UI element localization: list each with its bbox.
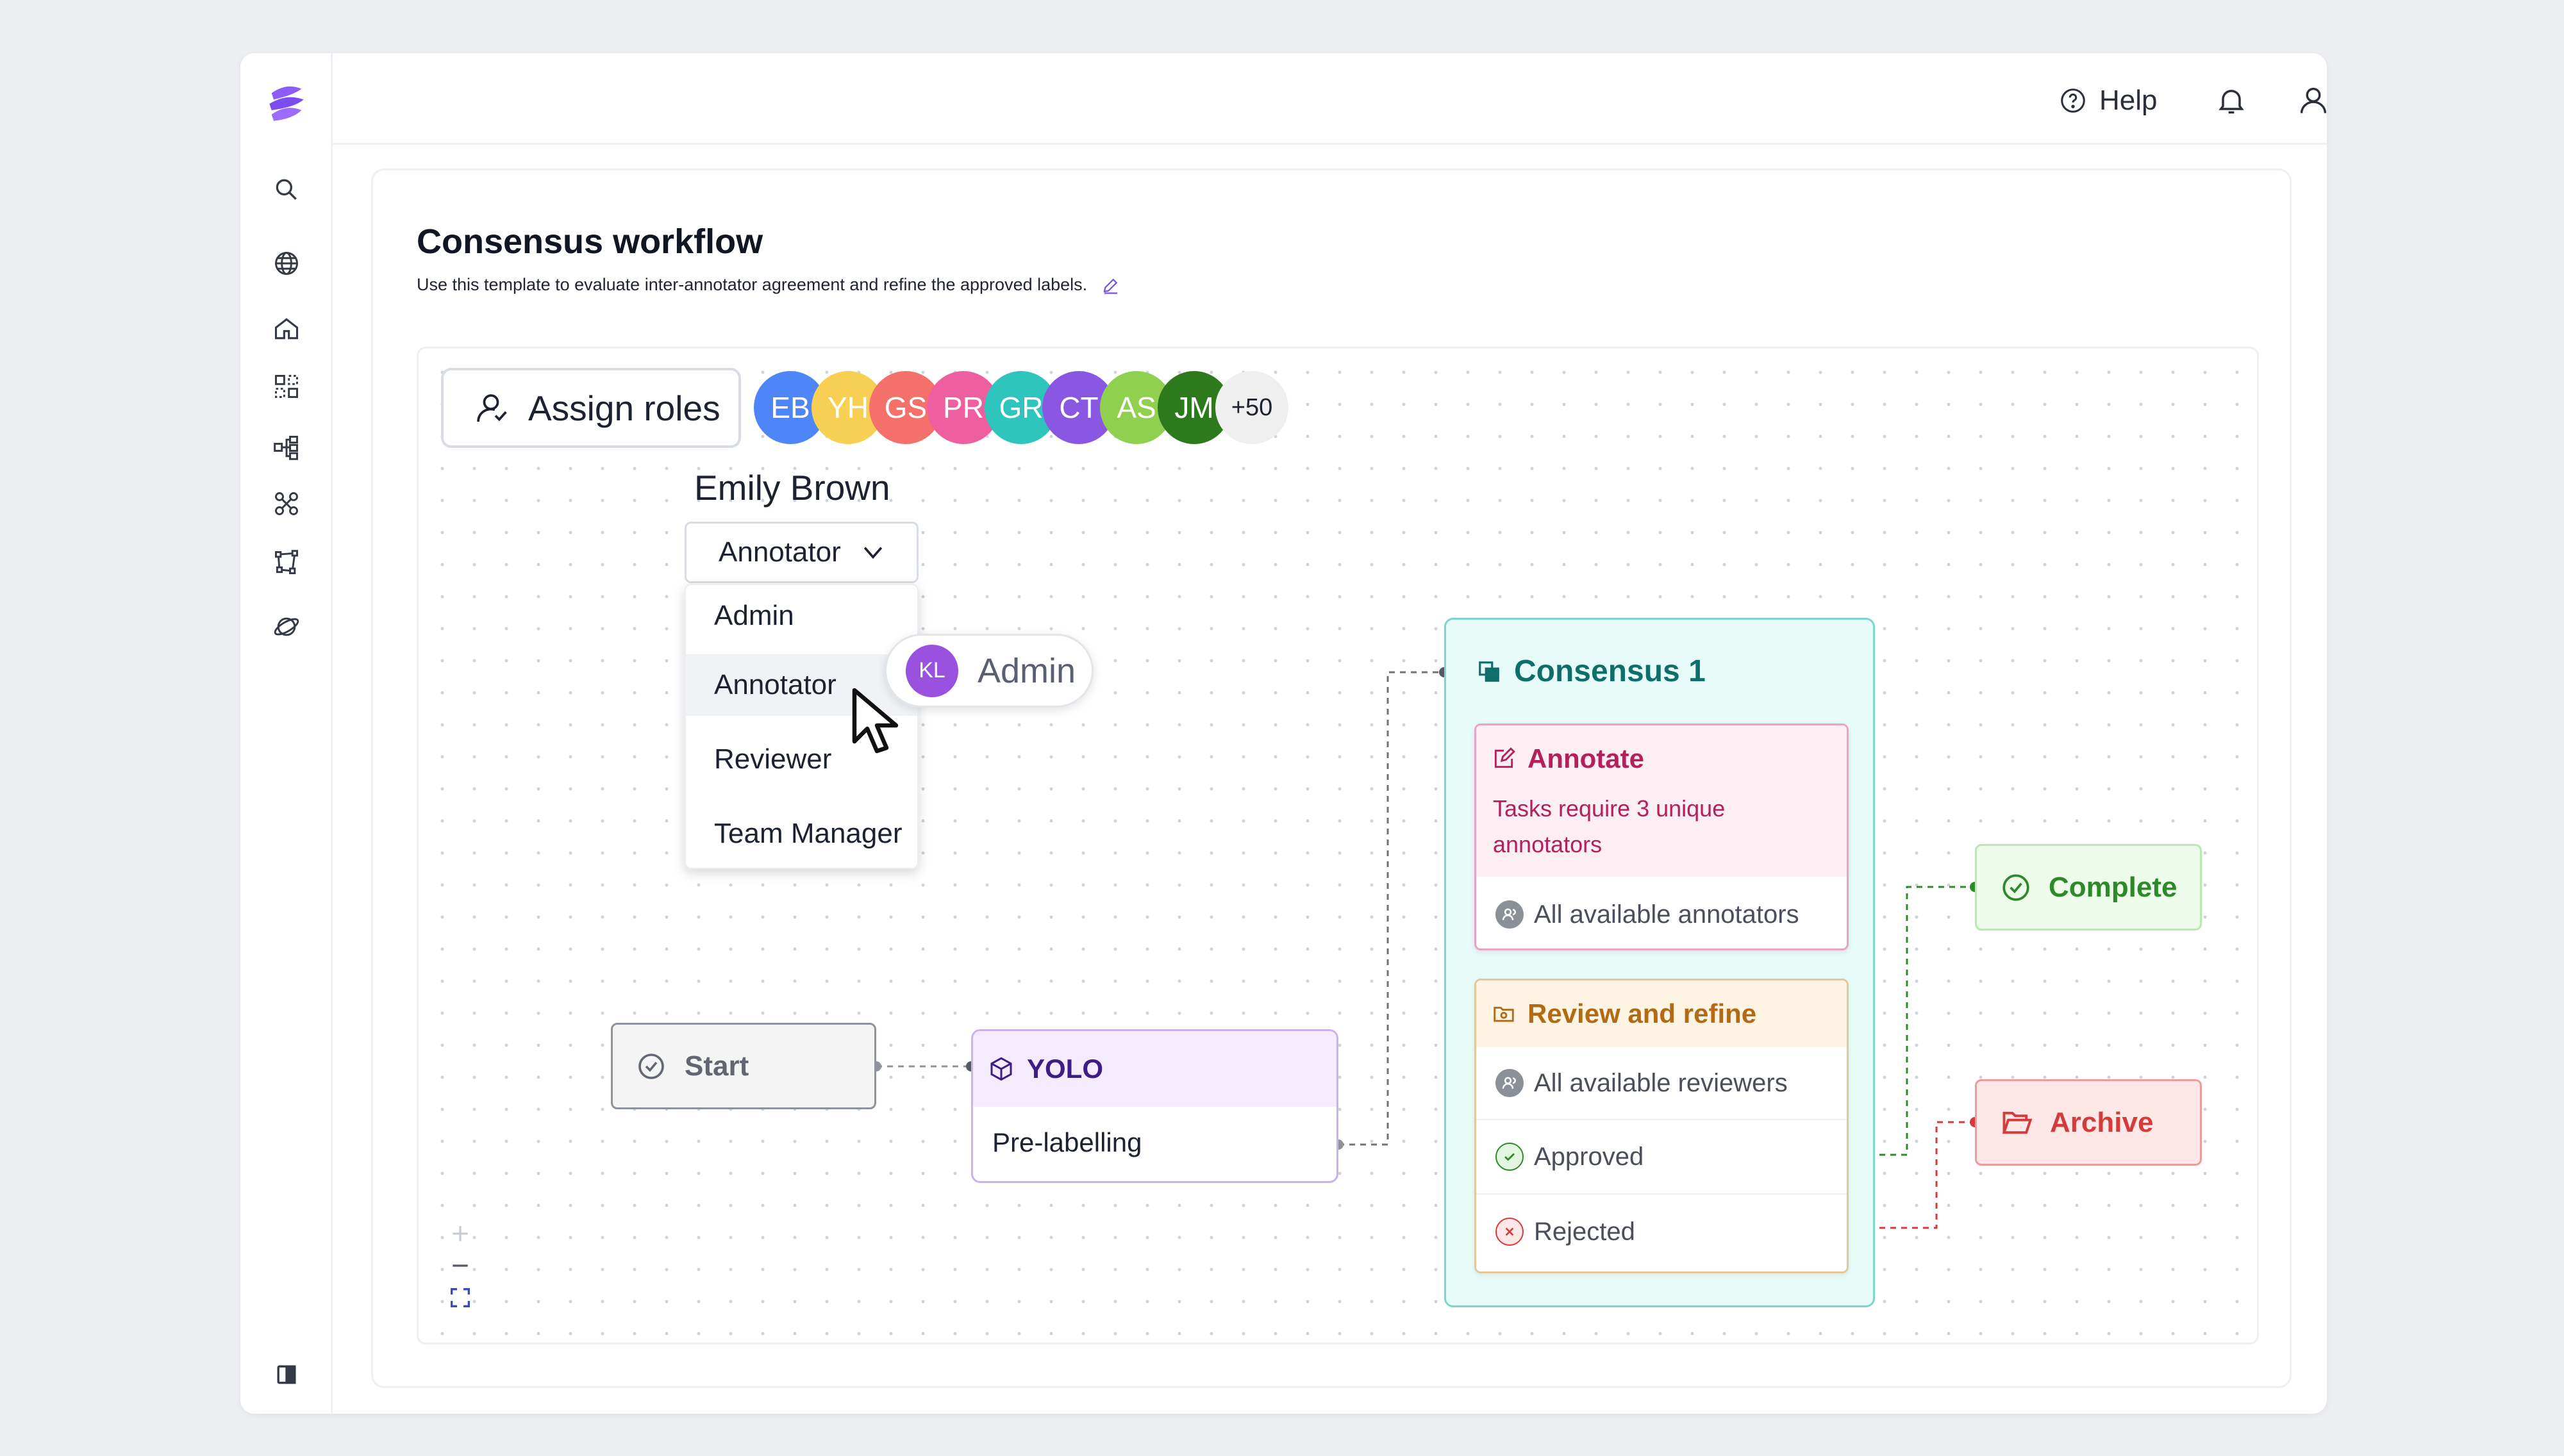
role-option-annotator[interactable]: Annotator [686, 654, 917, 716]
chevron-down-icon [863, 547, 883, 559]
main-card: Consensus workflow Use this template to … [371, 169, 2292, 1388]
node-review-title: Review and refine [1528, 998, 1757, 1029]
role-option-reviewer[interactable]: Reviewer [714, 743, 832, 775]
node-annotate-header [1476, 725, 1847, 877]
chip-role-label: Admin [978, 651, 1076, 690]
help-button[interactable]: Help [2058, 81, 2158, 120]
group-icon [1495, 1069, 1524, 1097]
node-review-refine[interactable]: Review and refine All available reviewer… [1474, 979, 1849, 1273]
review-approved-row[interactable]: Approved [1476, 1120, 1847, 1193]
page-title: Consensus workflow [417, 222, 763, 261]
avatar-more-count[interactable]: +50 [1215, 371, 1288, 444]
folder-open-icon [2002, 1111, 2033, 1134]
grid-icon[interactable] [264, 364, 309, 409]
user-icon [2300, 87, 2327, 113]
app-window: Help Consensus workflow Use this templat… [240, 53, 2327, 1414]
node-start-label: Start [685, 1050, 749, 1082]
consensus-group[interactable]: Consensus 1 Annotate Tasks require 3 uni… [1444, 618, 1875, 1307]
mouse-cursor-icon [852, 688, 899, 754]
check-circle-icon [638, 1053, 664, 1079]
folder-camera-icon [1494, 1007, 1514, 1022]
node-complete-label: Complete [2049, 871, 2177, 903]
fit-view-icon[interactable] [441, 1282, 479, 1313]
divider [1476, 1119, 1847, 1120]
help-label: Help [2099, 85, 2158, 116]
node-complete[interactable]: Complete [1975, 844, 2202, 931]
sidebar [240, 53, 333, 1414]
zoom-in-icon[interactable] [441, 1218, 479, 1249]
zoom-controls [441, 1218, 479, 1314]
check-circle-icon [2002, 873, 2029, 901]
orbit-icon[interactable] [264, 604, 309, 649]
node-yolo[interactable]: YOLO Pre-labelling [971, 1029, 1338, 1183]
user-profile-button[interactable] [2294, 81, 2327, 120]
workflow-canvas[interactable]: Assign roles EB YH GS PR GR CT AS JM +50… [417, 347, 2259, 1344]
node-archive-label: Archive [2050, 1106, 2154, 1138]
avatar[interactable]: CT [1042, 371, 1115, 444]
review-rejected-row[interactable]: Rejected [1476, 1195, 1847, 1269]
cube-icon [990, 1057, 1012, 1081]
node-yolo-subtitle: Pre-labelling [992, 1127, 1142, 1157]
node-annotate-description: Tasks require 3 unique annotators [1493, 795, 1726, 857]
bell-icon [2219, 90, 2244, 114]
review-rejected-label: Rejected [1534, 1217, 1635, 1246]
review-assignee-label: All available reviewers [1534, 1068, 1788, 1097]
node-yolo-title: YOLO [1027, 1054, 1104, 1084]
user-roles-icon [477, 393, 507, 422]
annotate-assignee-row[interactable]: All available annotators [1476, 886, 1847, 943]
globe-icon[interactable] [264, 241, 309, 286]
node-annotate[interactable]: Annotate Tasks require 3 unique annotato… [1474, 724, 1849, 950]
node-annotate-title: Annotate [1492, 743, 1644, 774]
edit-icon[interactable] [1101, 276, 1120, 295]
home-icon[interactable] [264, 306, 309, 351]
assign-roles-button[interactable]: Assign roles [441, 368, 741, 448]
help-icon [2061, 88, 2085, 113]
node-archive[interactable]: Archive [1975, 1079, 2202, 1166]
avatar[interactable]: PR [927, 371, 1000, 444]
workflow-icon[interactable] [264, 425, 309, 470]
top-bar: Help [333, 53, 2327, 145]
polygon-icon[interactable] [264, 540, 309, 585]
node-review-header: Review and refine [1476, 980, 1847, 1047]
collapse-sidebar-icon[interactable] [264, 1352, 309, 1397]
edit-square-icon [1494, 747, 1515, 768]
role-option-admin[interactable]: Admin [714, 600, 794, 631]
role-option-team-manager[interactable]: Team Manager [714, 818, 903, 849]
node-yolo-header: YOLO [973, 1031, 1336, 1107]
group-icon [1495, 900, 1524, 929]
consensus-title-label: Consensus 1 [1514, 654, 1706, 688]
review-approved-label: Approved [1534, 1142, 1644, 1171]
notifications-button[interactable] [2212, 81, 2251, 120]
node-start[interactable]: Start [611, 1023, 876, 1109]
selected-user-name: Emily Brown [694, 468, 890, 508]
role-select[interactable]: Annotator [685, 522, 919, 583]
annotate-assignee-label: All available annotators [1534, 900, 1799, 929]
review-assignee-row[interactable]: All available reviewers [1476, 1047, 1847, 1119]
nodes-icon[interactable] [264, 481, 309, 526]
search-icon[interactable] [264, 167, 309, 212]
divider [1476, 1193, 1847, 1195]
page-description-text: Use this template to evaluate inter-anno… [417, 275, 1088, 294]
chip-avatar: KL [906, 644, 958, 697]
approved-check-icon [1495, 1143, 1524, 1171]
page-description: Use this template to evaluate inter-anno… [417, 275, 1120, 295]
layers-icon [1479, 661, 1499, 682]
logo-icon[interactable] [258, 75, 315, 133]
zoom-out-icon[interactable] [441, 1250, 479, 1281]
user-role-chip[interactable]: KL Admin [885, 634, 1094, 707]
consensus-title: Consensus 1 [1477, 654, 1706, 689]
node-annotate-title-label: Annotate [1528, 743, 1644, 774]
assign-roles-label: Assign roles [528, 388, 720, 428]
role-select-value: Annotator [719, 536, 841, 568]
rejected-x-icon [1495, 1218, 1524, 1246]
